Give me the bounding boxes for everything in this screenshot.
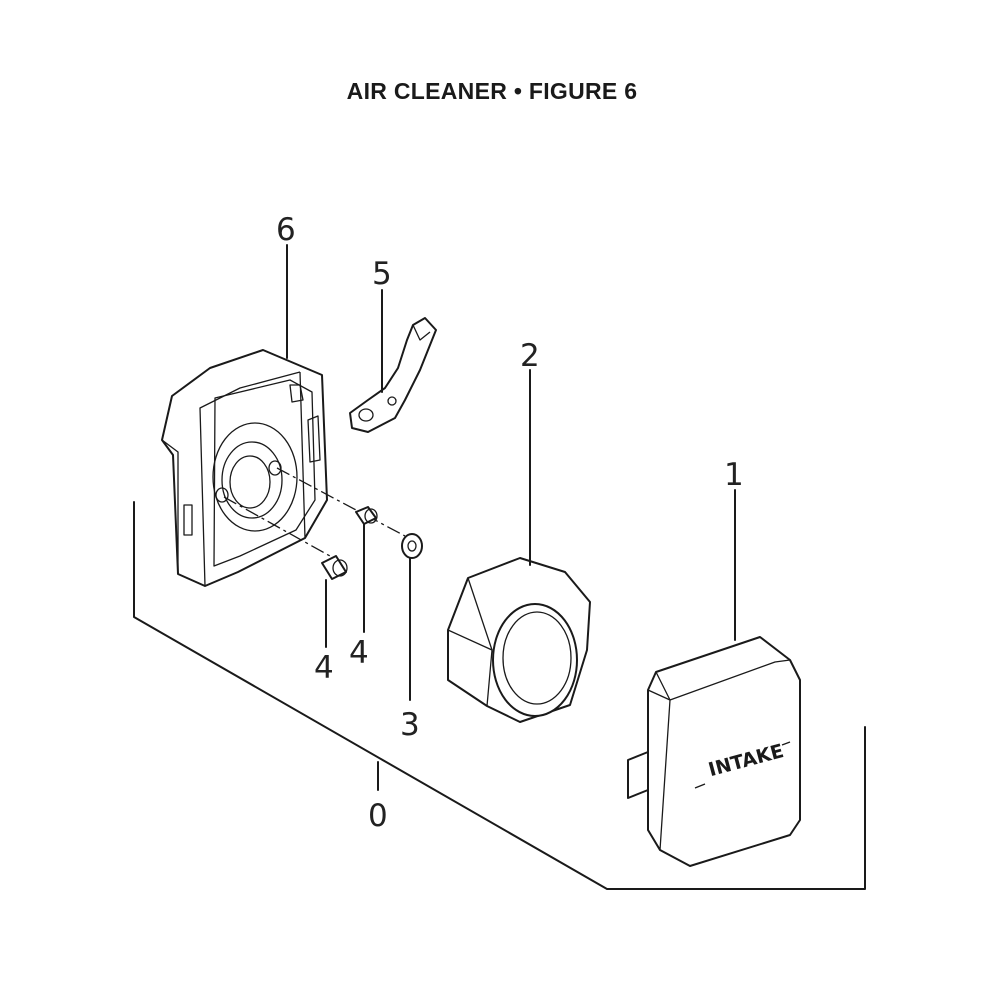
assembly-bracket [133,501,866,890]
callout-5: 5 [372,256,392,292]
callout-0: 0 [368,798,388,834]
part-5-plate [349,317,437,433]
part-6-base [161,349,328,587]
callout-6: 6 [276,212,296,248]
part-2-filter-element [447,557,591,723]
callout-2: 2 [520,338,540,374]
callout-3: 3 [400,707,420,743]
part-4-sleeve-lower [321,555,348,580]
assembly-center-lines [223,467,406,557]
callout-4-upper: 4 [349,635,369,671]
part-4-sleeve-upper [355,506,378,525]
page-title: AIR CLEANER • FIGURE 6 [346,78,638,104]
callout-4-lower: 4 [314,650,334,686]
part-1-intake-cover: INTAKE [627,636,801,867]
callout-1: 1 [724,457,744,493]
part-3-washer [401,533,423,559]
leader-lines [286,244,736,701]
